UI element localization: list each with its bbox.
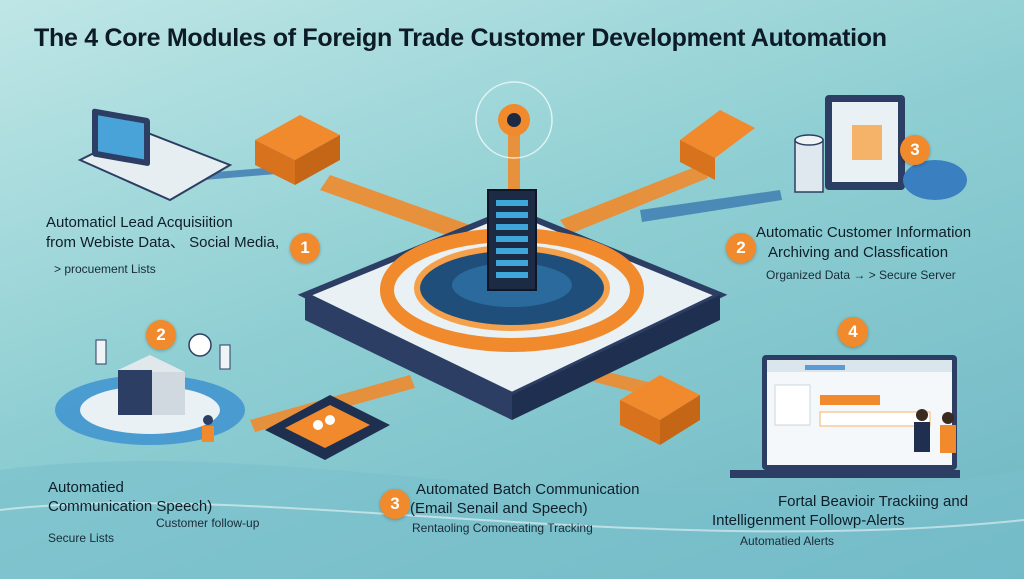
module-4-line-3: Automatied Alerts	[740, 534, 835, 548]
page-title: The 4 Core Modules of Foreign Trade Cust…	[34, 24, 887, 52]
bg-wave	[0, 460, 1024, 579]
module-left-bottom-line-2: Communication Speech)	[48, 498, 213, 515]
module-1-line-1: Automaticl Lead Acquisiition	[46, 214, 233, 231]
module-1-line-3: > procuement Lists	[54, 262, 156, 276]
server-icon	[55, 355, 245, 445]
people-icon	[914, 409, 956, 453]
module-4-line-1: Fortal Beavioir Trackiing and	[778, 493, 969, 510]
module-left-bottom-badge: 2	[146, 320, 176, 350]
laptop-icon	[77, 108, 233, 202]
monitor-icon	[825, 95, 967, 200]
module-left-bottom-line-4: Secure Lists	[48, 531, 115, 545]
chat-bubble-icon	[95, 333, 231, 370]
database-icon	[794, 134, 824, 193]
module-4-badge: 4	[838, 317, 868, 347]
cloud-orb-icon	[475, 81, 553, 159]
folder-icon	[620, 375, 700, 445]
module-2-line-1: Automatic Customer Information	[756, 224, 972, 241]
module-2-badge: 2	[726, 233, 756, 263]
folder-icon	[255, 115, 340, 185]
central-platform	[297, 206, 728, 420]
module-center-bottom-line-1: Automated Batch Communication	[416, 481, 640, 498]
module-2-line-3: Organized Data → > Secure Server	[766, 268, 956, 282]
people-icon	[202, 415, 214, 442]
module-center-bottom-badge: 3	[380, 489, 410, 519]
server-icon	[487, 189, 537, 291]
module-2-line-2: Archiving and Classfication	[768, 244, 949, 261]
module-1-badge: 1	[290, 233, 320, 263]
module-left-bottom-line-1: Automatied	[48, 479, 124, 496]
module-left-bottom-line-3: Customer follow-up	[156, 516, 260, 530]
module-center-bottom-line-2: (Email Senail and Speech)	[410, 500, 588, 517]
module-3-top-badge: 3	[900, 135, 930, 165]
module-1-line-2: from Webiste Data、 Social Media,	[46, 234, 280, 251]
folder-icon	[680, 110, 755, 180]
bg-line	[0, 502, 1024, 533]
chat-bubble-icon	[265, 395, 390, 460]
module-4-line-2: Intelligenment Followp-Alerts	[712, 512, 905, 529]
module-center-bottom-line-3: Rentaoling Comoneating Tracking	[412, 521, 593, 535]
